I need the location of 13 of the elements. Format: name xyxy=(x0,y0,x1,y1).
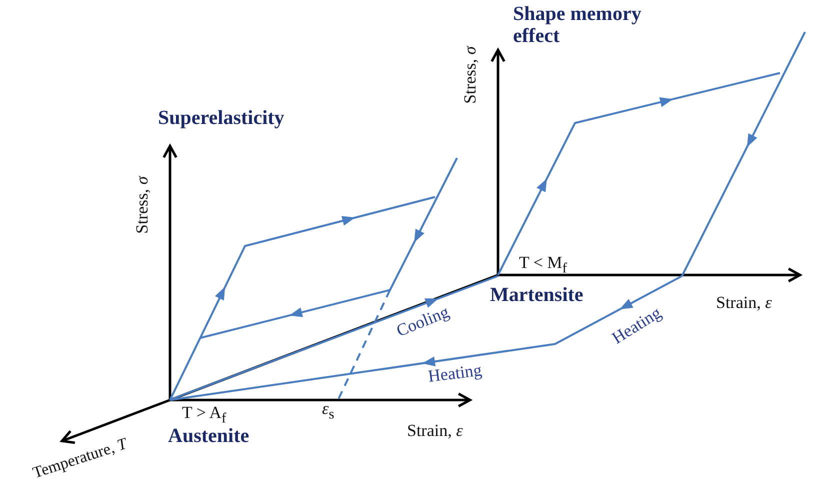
axis-label: Strain, ε xyxy=(716,294,772,313)
condition-label: T > A$_{f}$ xyxy=(182,404,226,427)
axis-label: Strain, ε xyxy=(407,422,463,441)
title: Superelasticity xyxy=(158,107,284,129)
title: Shape memory effect xyxy=(513,3,642,47)
condition-label: T < M$_{f}$ xyxy=(519,254,567,277)
phase-label: Austenite xyxy=(168,425,250,447)
process-label: Cooling xyxy=(394,303,452,341)
process-label: Heating xyxy=(427,361,483,387)
axis-label: Stress, σ xyxy=(462,46,480,104)
strain-mark-label: ε$_{s}$ xyxy=(322,400,334,423)
phase-label: Martensite xyxy=(490,284,584,306)
axis-label: Stress, σ xyxy=(134,176,152,234)
